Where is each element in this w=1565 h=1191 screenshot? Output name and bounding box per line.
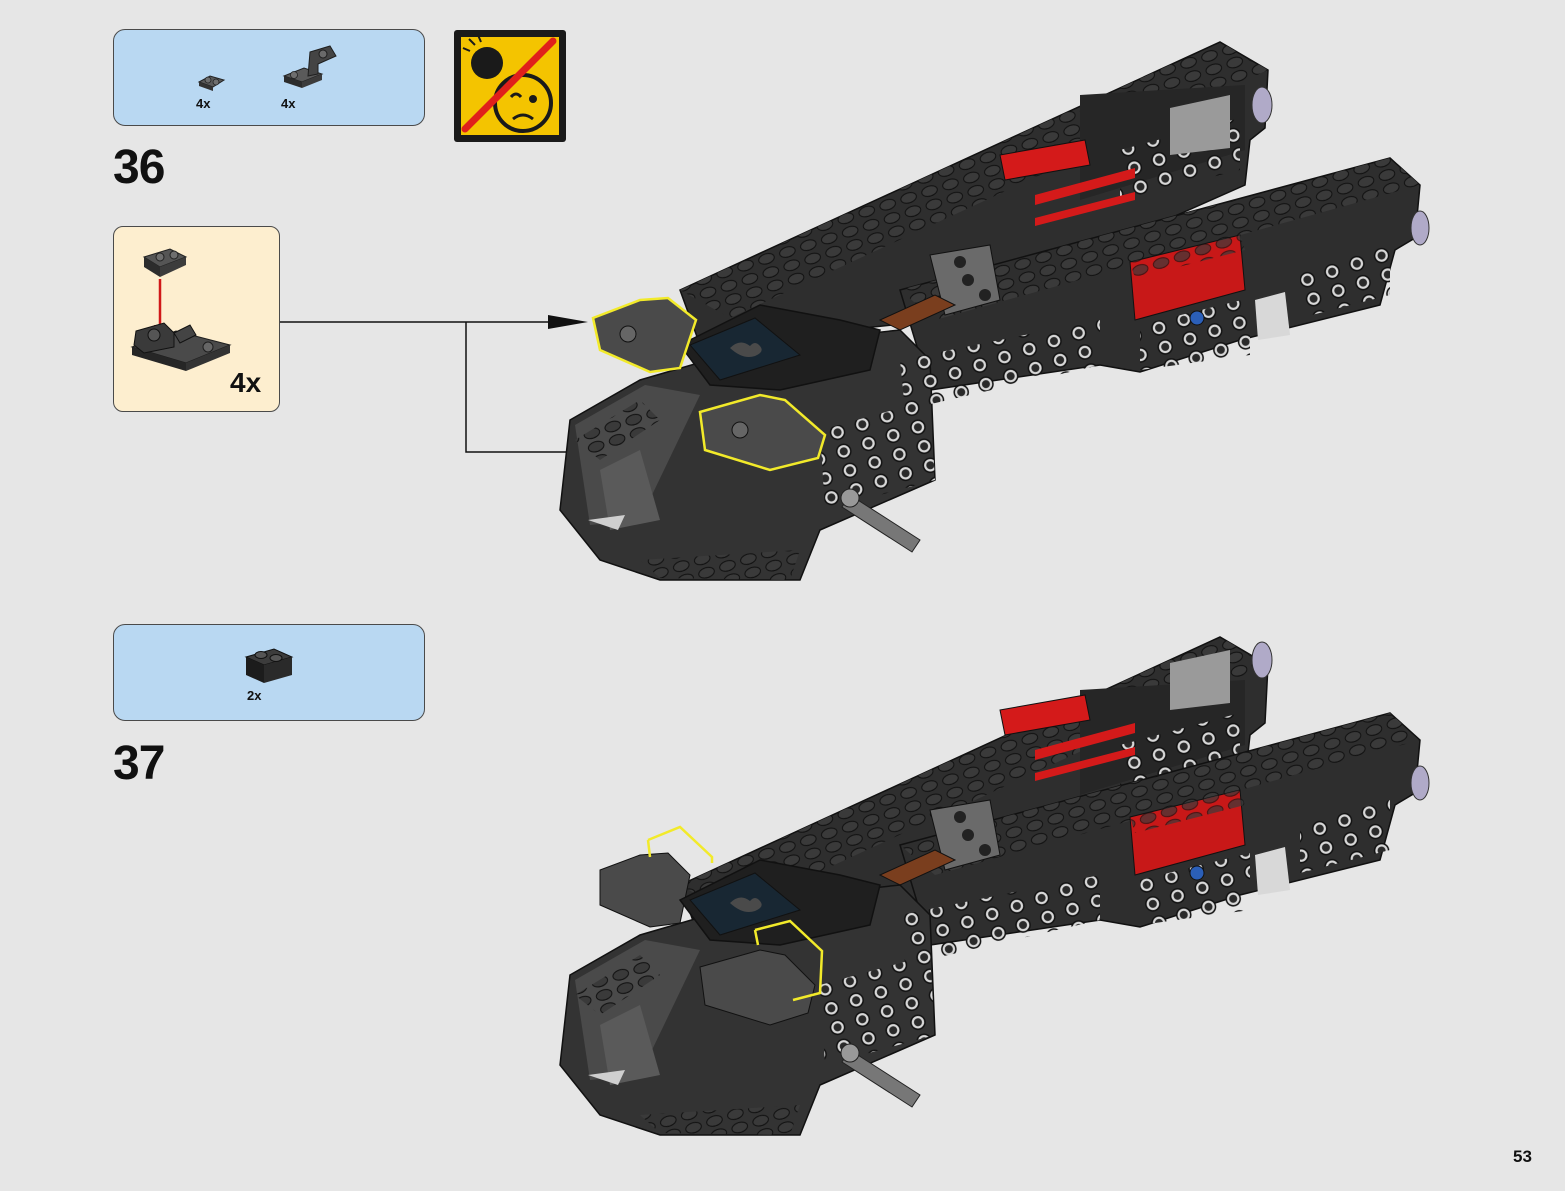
page-number: 53: [1513, 1147, 1532, 1167]
